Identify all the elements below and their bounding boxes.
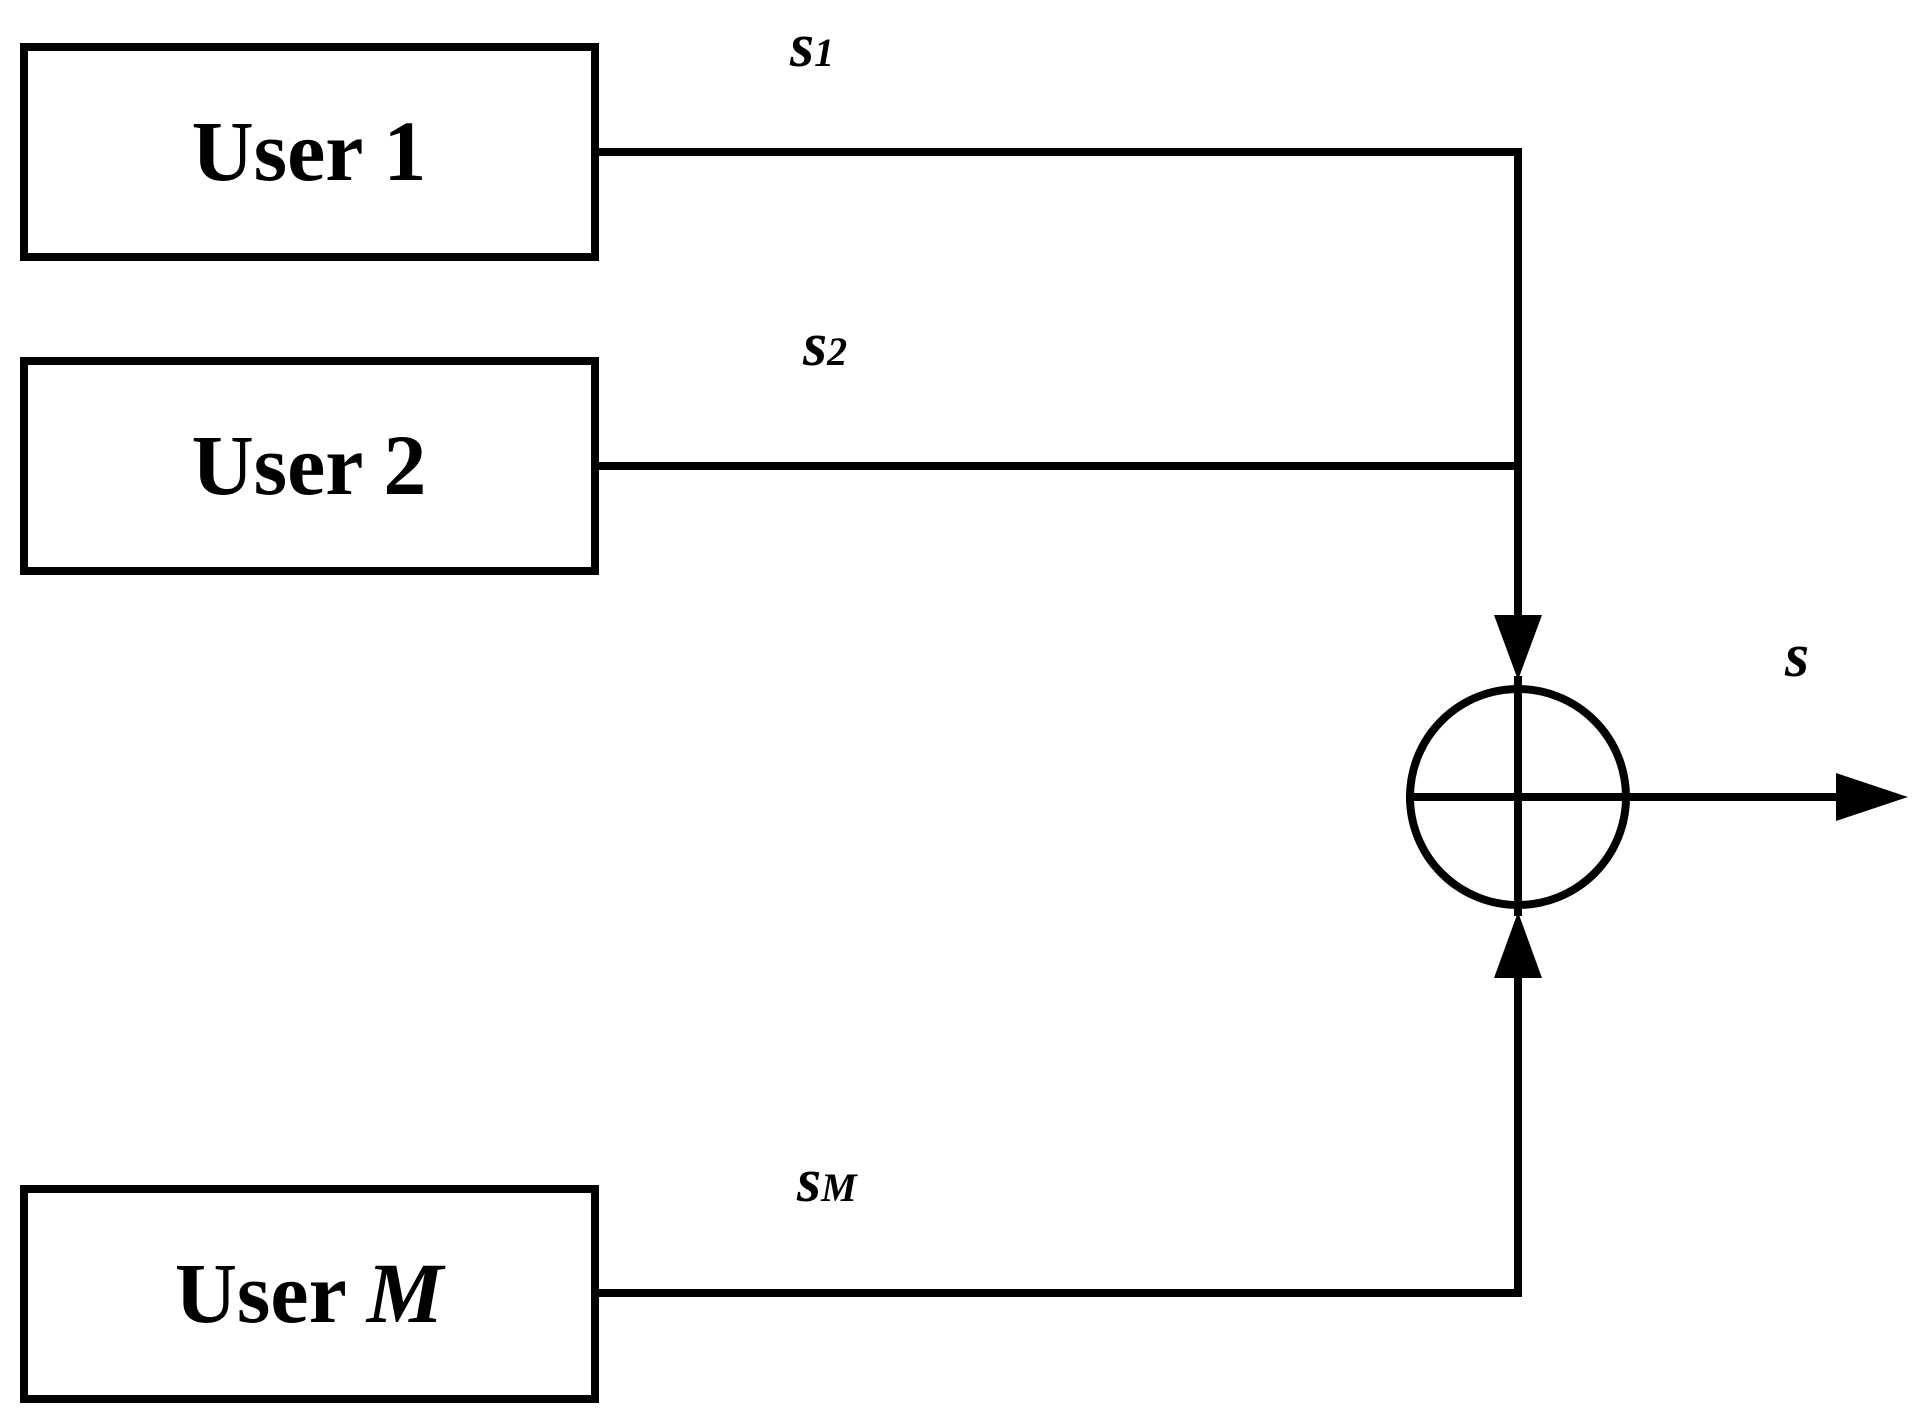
signal-label-2-subscript: 2 — [826, 329, 847, 374]
signal-label-1-subscript: 1 — [814, 30, 834, 75]
signal-label-m-subscript: M — [820, 1165, 858, 1210]
output-signal-label: s — [1784, 622, 1809, 690]
summing-junction-icon — [1406, 676, 1630, 916]
user-1-label: User 1 — [192, 103, 427, 199]
user-2-block: User 2 — [20, 357, 599, 575]
user-m-label-variable: M — [365, 1245, 446, 1341]
signal-label-m: sM — [796, 1147, 858, 1215]
user-1-block: User 1 — [20, 43, 599, 261]
user-m-label: User M — [175, 1245, 446, 1341]
arrow-right-icon — [1836, 773, 1908, 821]
user-m-label-prefix: User — [175, 1245, 367, 1341]
arrow-down-icon — [1494, 615, 1542, 680]
signal-label-2-symbol: s — [802, 311, 827, 379]
user-2-box — [20, 357, 599, 575]
signal-label-2: s2 — [802, 311, 847, 379]
user-m-box — [20, 1185, 599, 1403]
user-1-box — [20, 43, 599, 261]
signal-line-1 — [595, 148, 1522, 624]
arrow-up-icon — [1494, 912, 1542, 978]
signal-line-m — [595, 971, 1522, 1297]
signal-label-1: s1 — [789, 12, 834, 80]
signal-label-m-symbol: s — [796, 1147, 821, 1215]
signal-label-1-symbol: s — [789, 12, 814, 80]
user-m-block: User M — [20, 1185, 599, 1403]
user-2-label: User 2 — [192, 417, 427, 513]
